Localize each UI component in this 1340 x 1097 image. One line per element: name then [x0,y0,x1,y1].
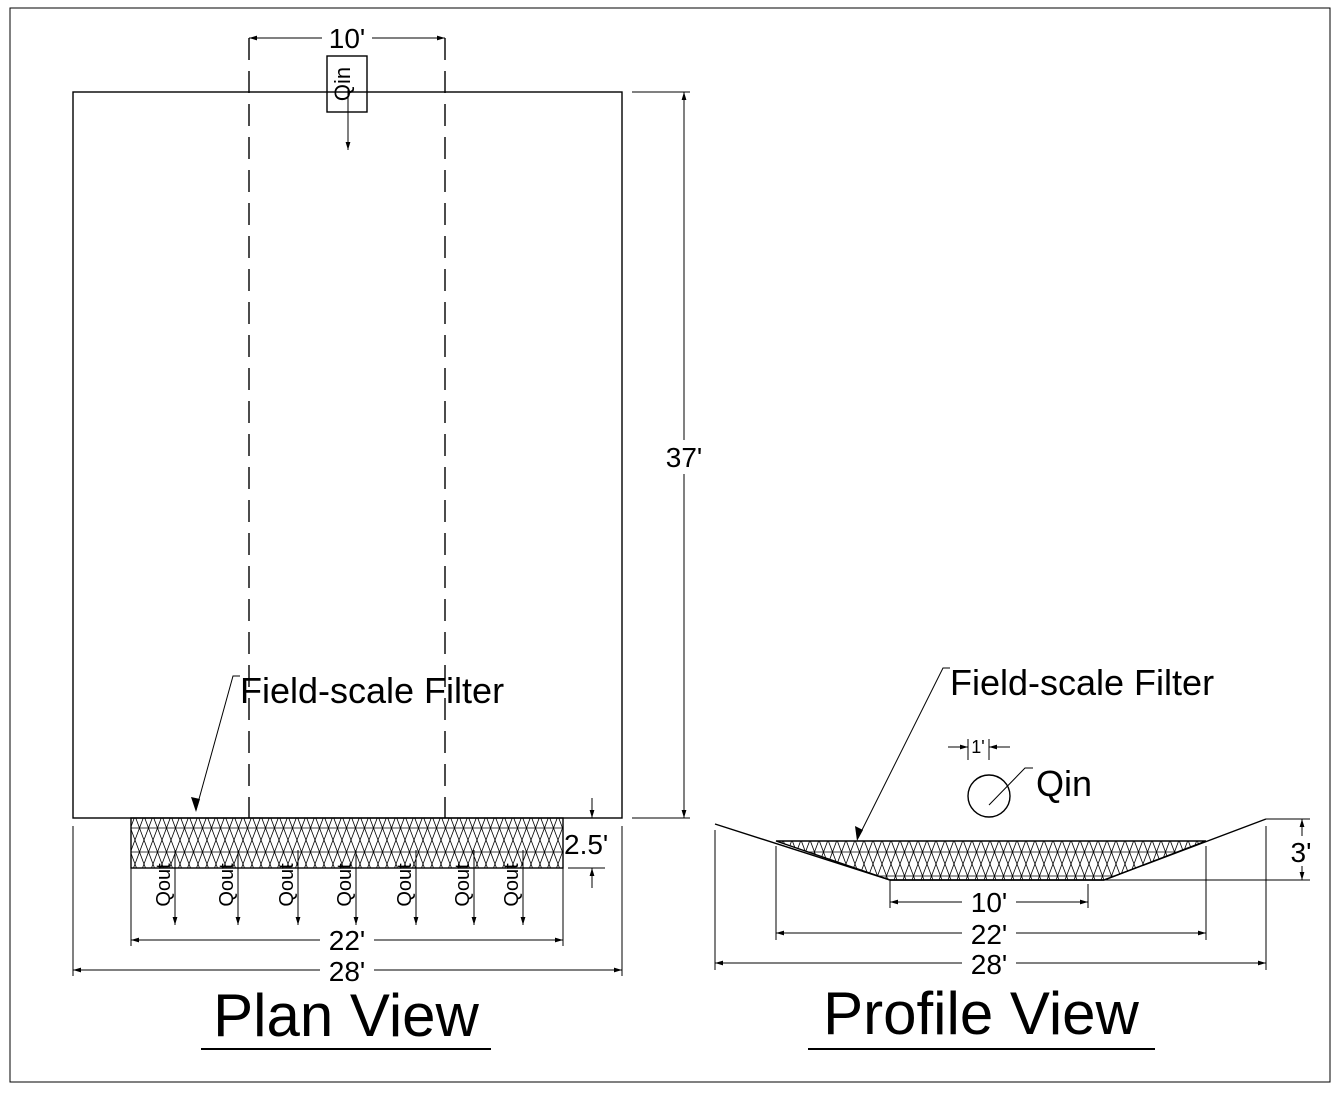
profile-filter-body [775,840,1207,881]
qout-label: Qout [276,863,298,907]
profile-dim-bottom-width: 10' [971,887,1008,918]
plan-view: Qin 10' 37' Qout Qout Qout Qout Qout Qou… [72,23,707,1050]
plan-filter-leader [195,675,240,811]
profile-view-title: Profile View [823,980,1139,1047]
plan-dim-length: 37' [666,442,703,473]
profile-view: Qin 1' 3' 10' 22' 28' Field-sc [714,662,1316,1050]
profile-dim-total-width: 28' [971,949,1008,980]
qout-label: Qout [394,863,416,907]
profile-inlet-pipe [967,774,1011,818]
qout-label: Qout [153,863,175,907]
qout-label: Qout [452,863,474,907]
plan-inlet-label: Qin [330,67,355,101]
plan-inlet-box [326,55,368,113]
plan-filter-strip [130,817,564,869]
plan-filter-label: Field-scale Filter [240,670,504,711]
plan-dim-total-width: 28' [329,956,366,987]
plan-outlets: Qout Qout Qout Qout Qout Qout Qout [153,850,526,925]
plan-dim-filter-width: 22' [329,925,366,956]
profile-dim-filter-width: 22' [971,919,1008,950]
profile-dim-depth: 3' [1291,837,1312,868]
profile-inlet-leader [988,767,1033,806]
plan-dim-top-width: 10' [329,23,366,54]
qout-label: Qout [334,863,356,907]
profile-inlet-label: Qin [1036,763,1092,804]
plan-dim-filter-depth: 2.5' [564,829,608,860]
plan-view-title: Plan View [213,982,479,1049]
sheet-border [9,7,1331,1083]
qout-label: Qout [216,863,238,907]
qout-label: Qout [501,863,523,907]
profile-channel-section [714,818,1267,881]
profile-dim-pipe-diameter: 1' [971,737,984,757]
profile-filter-leader [857,667,950,839]
profile-filter-label: Field-scale Filter [950,662,1214,703]
